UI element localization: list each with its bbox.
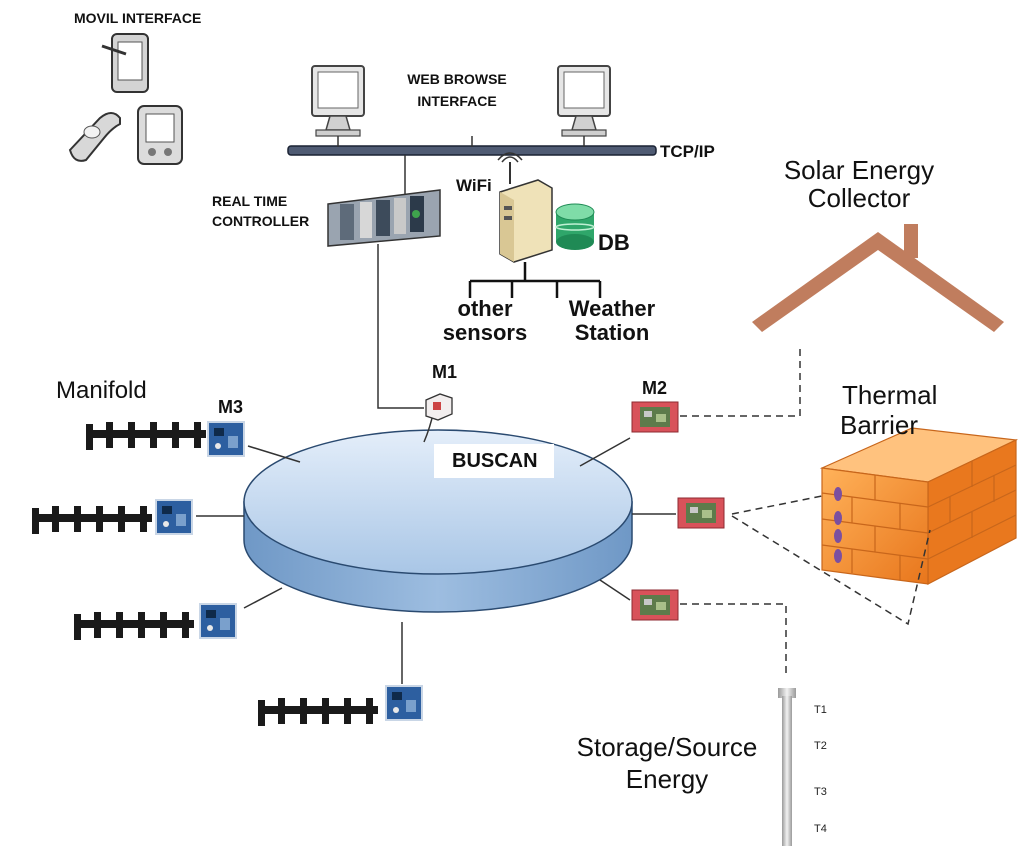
weather-station-line-2: Station [574, 320, 650, 345]
web-browse-line-1: WEB BROWSE [407, 71, 507, 87]
other-sensors-label: other sensors [430, 297, 540, 345]
blue-module-m3-icon [207, 421, 245, 457]
thermal-barrier-brick-wall-icon [819, 427, 1019, 585]
storage-line-1: Storage/Source [576, 732, 758, 762]
tcpip-label: TCP/IP [660, 142, 715, 161]
monitor-right-icon [557, 65, 611, 137]
flip-phone-icon [68, 112, 121, 162]
wifi-antenna-icon [497, 152, 523, 184]
thermal-line-1: Thermal [842, 380, 938, 410]
wifi-label: WiFi [456, 176, 492, 195]
real-time-controller-label: REAL TIME CONTROLLER [212, 191, 309, 231]
solar-line-1: Solar Energy [783, 155, 935, 185]
manifold-row-2 [32, 506, 152, 534]
t4-label: T4 [814, 823, 827, 835]
web-browse-line-2: INTERFACE [417, 93, 497, 109]
t3-label: T3 [814, 786, 827, 798]
blue-module-3-icon [199, 603, 237, 639]
server-icon [499, 179, 553, 263]
blue-module-4-icon [385, 685, 423, 721]
monitor-left-icon [311, 65, 365, 137]
t2-label: T2 [814, 740, 827, 752]
buscan-label: BUSCAN [452, 450, 538, 472]
storage-temperature-probe-icon [778, 688, 796, 846]
weather-station-label: Weather Station [556, 297, 668, 345]
other-sensors-line-2: sensors [442, 320, 528, 345]
movil-interface-label: MOVIL INTERFACE [74, 10, 202, 26]
manifold-row-1 [86, 422, 206, 450]
real-time-line-2: CONTROLLER [212, 213, 310, 229]
m1-label: M1 [432, 362, 458, 382]
barrier-module-icon [677, 497, 725, 529]
m2-label: M2 [642, 378, 668, 398]
pda-device-icon [137, 105, 183, 165]
manifold-label: Manifold [56, 377, 147, 404]
manifold-row-3 [74, 612, 194, 640]
t1-label: T1 [814, 704, 827, 716]
solar-line-2: Collector [807, 183, 911, 213]
real-time-line-1: REAL TIME [212, 193, 288, 209]
database-icon [555, 203, 595, 250]
thermal-barrier-label: Thermal Barrier [840, 380, 937, 440]
m3-label: M3 [218, 397, 244, 417]
solar-energy-collector-label: Solar Energy Collector [756, 156, 962, 212]
weather-station-line-1: Weather [568, 296, 656, 321]
manifold-row-4 [258, 698, 378, 726]
tcpip-bus-bar [287, 145, 657, 156]
db-label: DB [598, 230, 630, 255]
storage-source-energy-label: Storage/Source Energy [560, 731, 774, 795]
web-browse-interface-label: WEB BROWSE INTERFACE [398, 68, 516, 112]
other-sensors-line-1: other [457, 296, 513, 321]
m2-module-icon [631, 401, 679, 433]
solar-collector-roof-icon [752, 224, 1004, 332]
tablet-device-icon [101, 33, 149, 93]
storage-line-2: Energy [625, 764, 709, 794]
blue-module-2-icon [155, 499, 193, 535]
m1-sensor-node-icon [425, 393, 453, 421]
thermal-line-2: Barrier [840, 410, 919, 440]
storage-module-icon [631, 589, 679, 621]
real-time-controller-icon [327, 189, 441, 247]
